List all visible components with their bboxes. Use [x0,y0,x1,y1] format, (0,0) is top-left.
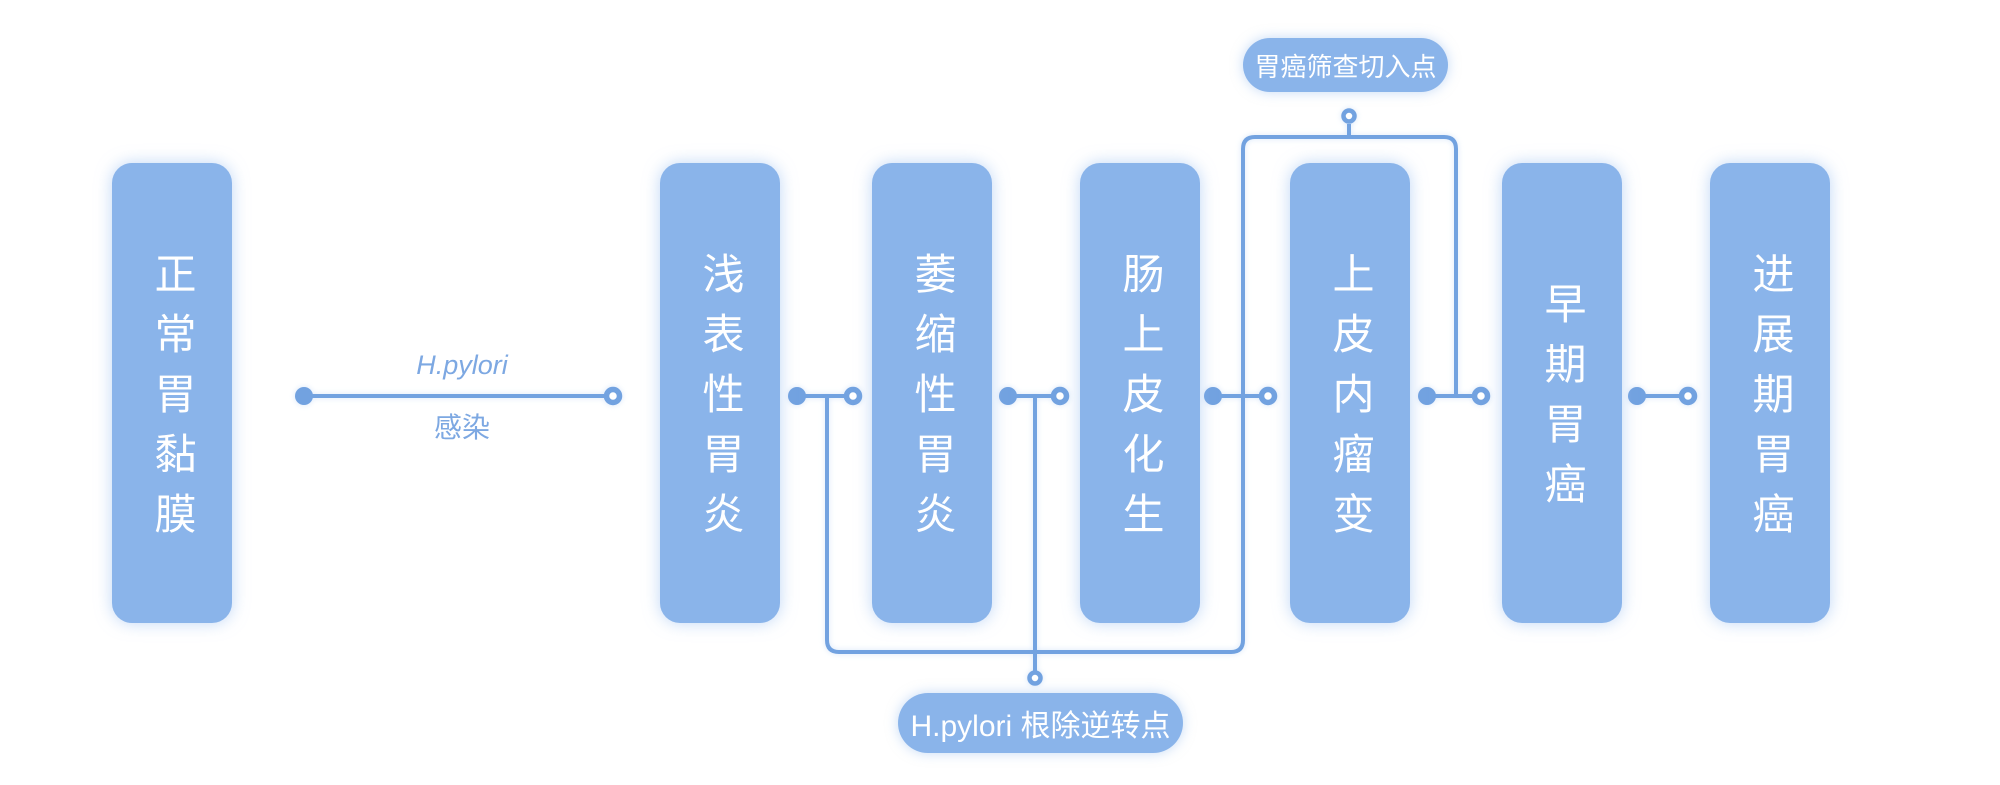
stage-node-normal-mucosa: 正常胃黏膜 [112,163,232,623]
stage-node-intraepithelial-neoplasia: 上皮内瘤变 [1290,163,1410,623]
edge-start-dot [999,387,1017,405]
edge-start-dot [1204,387,1222,405]
infection-edge-sublabel: 感染 [433,412,490,443]
stage-node-advanced-gastric-cancer: 进展期胃癌 [1710,163,1830,623]
eradication-stem-circle [1027,670,1043,686]
screening-entry-badge: 胃癌筛查切入点 [1243,38,1448,92]
stage-label: 肠上皮化生 [1117,252,1164,552]
edge-start-dot [1628,387,1646,405]
stage-label: 早期胃癌 [1539,282,1586,522]
eradication-reversal-badge-label: H.pylori 根除逆转点 [910,710,1171,743]
stage-label: 上皮内瘤变 [1327,252,1374,552]
stage-node-superficial-gastritis: 浅表性胃炎 [660,163,780,623]
edge-end-circle [603,386,623,406]
edge-start-dot [295,387,313,405]
hpylori-edge-label: H.pylori [416,350,508,380]
edge-connector-1 [295,386,623,406]
edge-connector-3 [999,386,1070,406]
screening-entry-badge-label: 胃癌筛查切入点 [1254,51,1437,82]
edge-connector-5 [1418,386,1491,406]
stage-label: 萎缩性胃炎 [909,252,956,552]
edge-end-circle [1258,386,1278,406]
edge-end-circle [1471,386,1491,406]
stage-label: 正常胃黏膜 [149,252,196,552]
eradication-reversal-badge: H.pylori 根除逆转点 [898,693,1183,753]
stage-node-early-gastric-cancer: 早期胃癌 [1502,163,1622,623]
edge-end-circle [1678,386,1698,406]
stage-label: 进展期胃癌 [1747,252,1794,552]
stage-label: 浅表性胃炎 [697,252,744,552]
edge-end-circle [843,386,863,406]
stage-node-intestinal-metaplasia: 肠上皮化生 [1080,163,1200,623]
edge-connector-4 [1204,386,1278,406]
screening-stem-circle [1341,108,1357,124]
edge-end-circle [1050,386,1070,406]
stage-node-atrophic-gastritis: 萎缩性胃炎 [872,163,992,623]
edge-connector-2 [788,386,863,406]
edge-connector-6 [1628,386,1698,406]
edge-start-dot [1418,387,1436,405]
edge-start-dot [788,387,806,405]
